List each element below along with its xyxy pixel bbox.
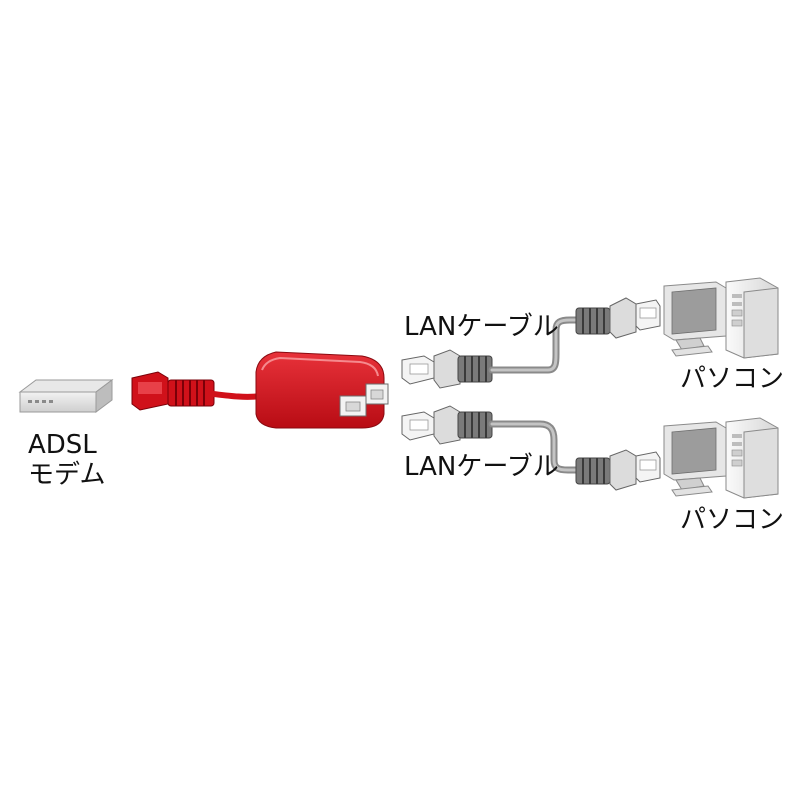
- red-lan-plug: [131, 371, 215, 411]
- lan-cable-bottom: [401, 405, 661, 491]
- adsl-modem-label: ADSL モデム: [28, 430, 105, 490]
- adsl-modem-label-line2: モデム: [28, 460, 106, 490]
- adsl-modem-label-line1: ADSL: [28, 430, 97, 460]
- lan-splitter-box: [255, 351, 389, 429]
- pc-top: [663, 277, 779, 359]
- pc-bottom: [663, 417, 779, 499]
- adsl-modem-device: [18, 379, 114, 413]
- pc-bottom-label: パソコン: [680, 505, 785, 535]
- monitor-icon: [663, 281, 727, 357]
- lan-cable-top-label: LANケーブル: [404, 312, 559, 342]
- pc-tower-icon: [725, 417, 779, 499]
- lan-cable-top: [401, 297, 661, 389]
- monitor-icon: [663, 421, 727, 497]
- lan-cable-bottom-label: LANケーブル: [404, 452, 559, 482]
- red-splitter-cable: [211, 391, 265, 400]
- pc-tower-icon: [725, 277, 779, 359]
- pc-top-label: パソコン: [680, 364, 785, 394]
